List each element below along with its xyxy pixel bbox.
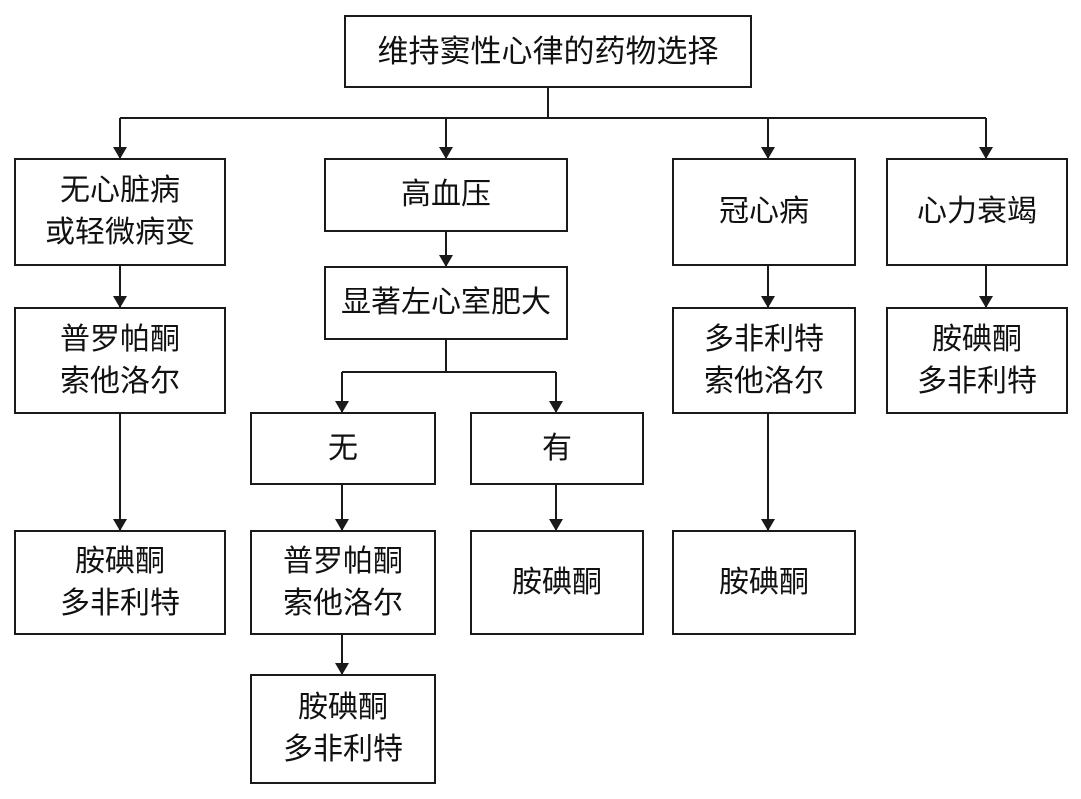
lvh-yes-node: 有 <box>470 412 644 485</box>
lvh-no-second-line-2: 多非利特 <box>283 732 403 767</box>
lvh-no-node: 无 <box>250 412 436 485</box>
lvh-no-label: 无 <box>328 430 358 466</box>
coronary-node: 冠心病 <box>672 158 856 266</box>
root-node: 维持窦性心律的药物选择 <box>344 15 752 88</box>
no-heart-disease-second-line-2: 多非利特 <box>60 585 180 621</box>
coronary-label: 冠心病 <box>719 194 809 229</box>
coronary-first-line-2: 索他洛尔 <box>704 363 824 399</box>
lvh-yes-label: 有 <box>542 430 572 466</box>
lvh-yes-drug-node: 胺碘酮 <box>470 530 644 635</box>
coronary-first-line-1: 多非利特 <box>704 321 824 357</box>
heart-failure-drug-line-2: 多非利特 <box>917 363 1037 399</box>
no-heart-disease-first-line-node: 普罗帕酮 索他洛尔 <box>14 307 226 414</box>
coronary-second-line-label: 胺碘酮 <box>719 564 809 600</box>
heart-failure-drug-line-1: 胺碘酮 <box>932 321 1022 357</box>
root-label: 维持窦性心律的药物选择 <box>377 33 719 70</box>
lvh-no-second-line-node: 胺碘酮 多非利特 <box>250 674 436 784</box>
no-heart-disease-node: 无心脏病 或轻微病变 <box>14 158 226 266</box>
hypertension-label: 高血压 <box>401 177 491 212</box>
no-heart-disease-line-2: 或轻微病变 <box>45 215 195 250</box>
no-heart-disease-line-1: 无心脏病 <box>60 173 180 208</box>
coronary-first-line-node: 多非利特 索他洛尔 <box>672 307 856 414</box>
lvh-no-first-line-1: 普罗帕酮 <box>283 543 403 579</box>
heart-failure-node: 心力衰竭 <box>886 158 1068 266</box>
lvh-no-second-line-1: 胺碘酮 <box>298 690 388 725</box>
lvh-yes-drug-label: 胺碘酮 <box>512 564 602 600</box>
no-heart-disease-first-line-1: 普罗帕酮 <box>60 321 180 357</box>
hypertension-node: 高血压 <box>324 158 568 232</box>
lvh-no-first-line-2: 索他洛尔 <box>283 585 403 621</box>
no-heart-disease-first-line-2: 索他洛尔 <box>60 363 180 399</box>
lvh-label: 显著左心室肥大 <box>341 285 551 320</box>
coronary-second-line-node: 胺碘酮 <box>672 530 856 635</box>
heart-failure-drug-node: 胺碘酮 多非利特 <box>886 307 1068 414</box>
no-heart-disease-second-line-1: 胺碘酮 <box>75 543 165 579</box>
lvh-no-first-line-node: 普罗帕酮 索他洛尔 <box>250 530 436 635</box>
lvh-node: 显著左心室肥大 <box>324 266 568 340</box>
heart-failure-label: 心力衰竭 <box>917 194 1037 229</box>
no-heart-disease-second-line-node: 胺碘酮 多非利特 <box>14 530 226 635</box>
